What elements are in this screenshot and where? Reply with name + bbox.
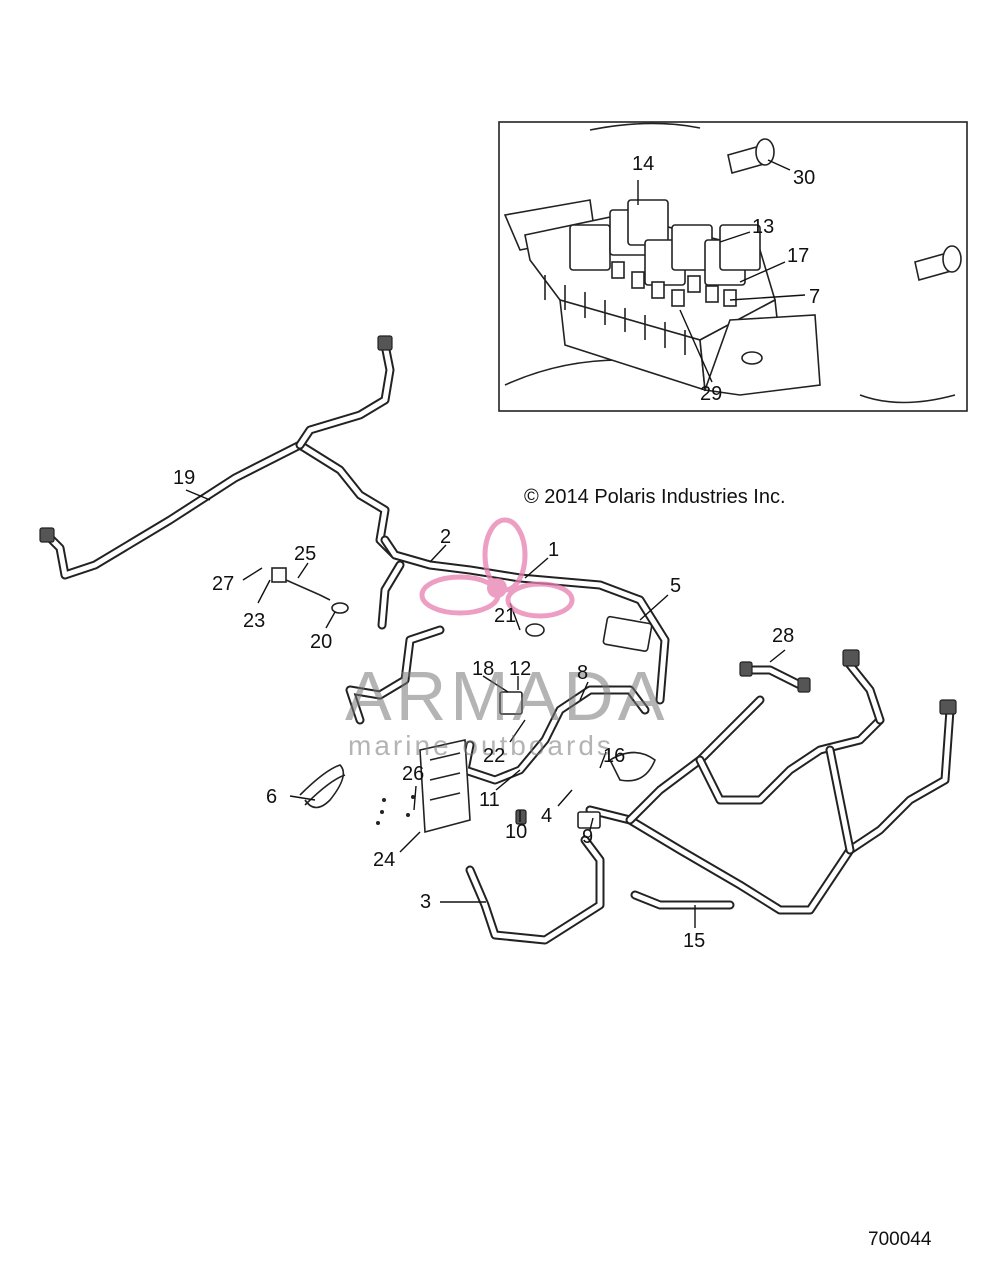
callout-24: 24 — [373, 849, 395, 871]
callout-23: 23 — [243, 610, 265, 632]
relays — [569, 199, 761, 286]
harness-15 — [630, 890, 735, 910]
harness-3 — [465, 835, 605, 945]
callout-13: 13 — [752, 216, 774, 238]
diagram-code: 700044 — [868, 1229, 932, 1250]
callout-12: 12 — [509, 658, 531, 680]
bolt-30-side — [914, 245, 962, 281]
watermark-brand: ARMADA — [345, 657, 668, 735]
leader-17 — [739, 261, 786, 283]
fuses — [611, 261, 737, 307]
callout-3: 3 — [420, 891, 431, 913]
inset-background-curve — [859, 394, 956, 404]
callout-14: 14 — [632, 153, 654, 175]
callout-26: 26 — [402, 763, 424, 785]
callout-10: 10 — [505, 821, 527, 843]
callout-4: 4 — [541, 805, 552, 827]
callout-6: 6 — [266, 786, 277, 808]
callout-9: 9 — [582, 826, 593, 848]
callout-labels: 14 30 13 17 7 29 19 2 1 25 27 23 20 21 5… — [173, 153, 820, 952]
callout-11: 11 — [479, 789, 500, 811]
part-26-screws — [376, 795, 415, 825]
part-20-ring — [331, 602, 349, 614]
callout-20: 20 — [310, 631, 332, 653]
callout-2: 2 — [440, 526, 451, 548]
callout-19: 19 — [173, 467, 195, 489]
callout-29: 29 — [700, 383, 722, 405]
callout-5: 5 — [670, 575, 681, 597]
part-10-sensor — [515, 809, 527, 825]
fuse-box-inset — [498, 121, 968, 412]
watermark-logo-mark — [419, 517, 575, 619]
part-9-connector — [577, 811, 601, 829]
callout-1: 1 — [548, 539, 559, 561]
callout-7: 7 — [809, 286, 820, 308]
callout-21: 21 — [494, 605, 516, 627]
watermark-tagline: marine outboards — [348, 730, 614, 761]
callout-leaders — [185, 489, 786, 928]
watermark: ARMADA marine outboards — [345, 517, 668, 761]
copyright-notice: © 2014 Polaris Industries Inc. — [524, 486, 786, 508]
callout-18: 18 — [472, 658, 494, 680]
callout-28: 28 — [772, 625, 794, 647]
part-5-module — [602, 615, 653, 652]
part-16-plate — [608, 751, 656, 782]
part-18-relay — [499, 691, 523, 715]
leader-30 — [767, 159, 791, 171]
lower-harness — [585, 649, 957, 915]
harness-28 — [739, 661, 811, 693]
harness-19 — [39, 335, 400, 580]
callout-22: 22 — [483, 745, 505, 767]
part-21-ring — [525, 623, 545, 637]
part-24-ecu — [419, 739, 471, 834]
bolt-30-top — [727, 138, 775, 174]
leader-29 — [679, 309, 713, 383]
inset-background-curve — [589, 122, 701, 131]
leader-13 — [719, 231, 751, 243]
part-6-strap — [299, 764, 346, 809]
callout-16: 16 — [603, 745, 625, 767]
callout-30: 30 — [793, 167, 815, 189]
callout-8: 8 — [577, 662, 588, 684]
leader-7 — [729, 294, 806, 301]
inset-background-curve — [504, 359, 621, 386]
callout-27: 27 — [212, 573, 234, 595]
callout-15: 15 — [683, 930, 705, 952]
callout-17: 17 — [787, 245, 809, 267]
callout-25: 25 — [294, 543, 316, 565]
part-23-bracket — [271, 567, 331, 601]
